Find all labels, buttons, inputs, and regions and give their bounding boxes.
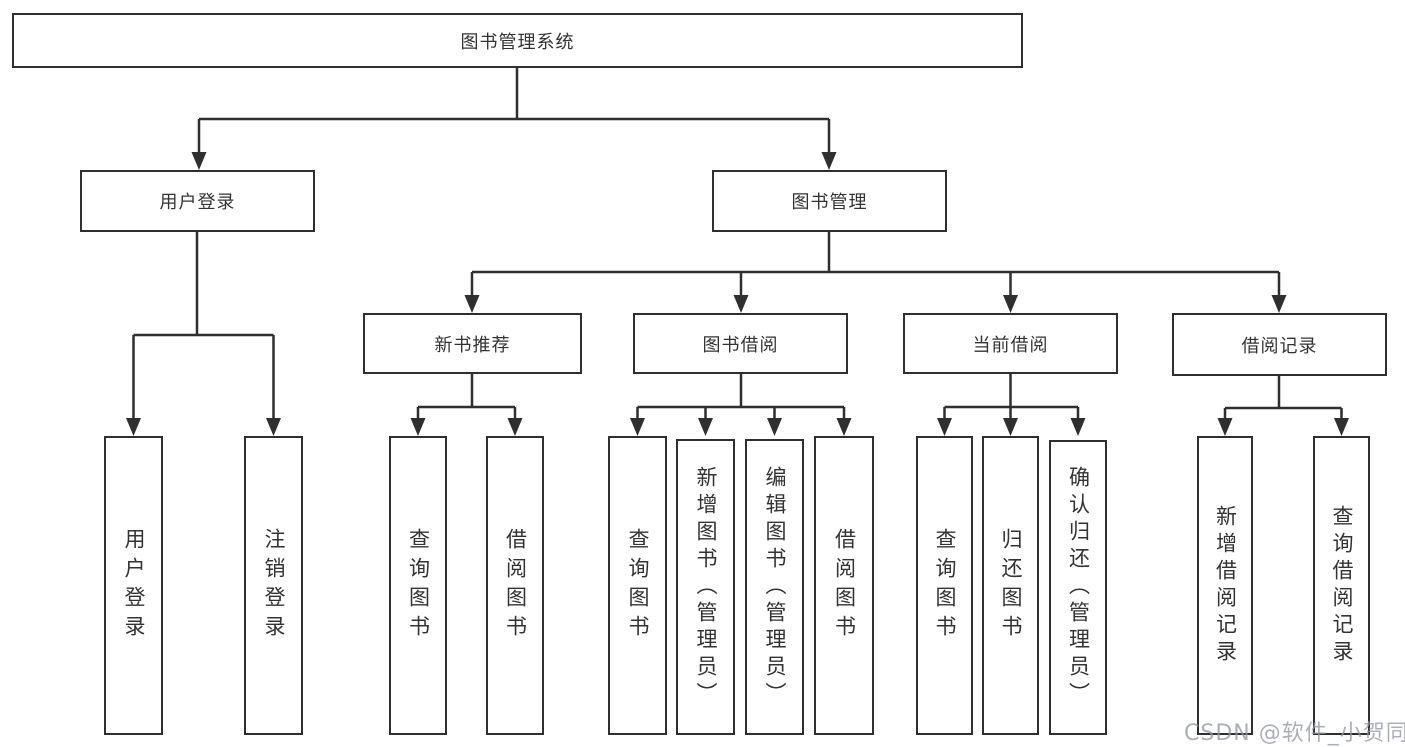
node-new-book-recommendation: 新书推荐: [363, 313, 582, 374]
connector-borrow-records-to-leaves: [1223, 376, 1343, 420]
watermark: CSDN @软件_小贺同学: [1184, 721, 1405, 746]
node-label: 新增借阅记录: [1213, 504, 1238, 667]
node-label: 图书借阅: [702, 334, 779, 356]
node-label: 当前借阅: [972, 334, 1049, 356]
node-label: 注销登录: [262, 527, 286, 644]
node-label: 新增图书（管理员）: [694, 465, 718, 709]
leaf-add-borrow-record: 新增借阅记录: [1197, 436, 1253, 735]
node-current-borrowing: 当前借阅: [903, 313, 1118, 374]
node-label: 编辑图书（管理员）: [763, 465, 787, 709]
connector-new-book-rec-to-leaves: [416, 374, 517, 420]
leaf-borrow-books-recommend: 借阅图书: [486, 436, 544, 735]
leaf-confirm-return-admin: 确认归还（管理员）: [1049, 440, 1107, 735]
node-label: 借阅记录: [1241, 335, 1318, 357]
node-label: 查询图书: [626, 527, 650, 644]
arrowheads: [126, 152, 1349, 436]
node-label: 用户登录: [159, 192, 236, 213]
node-label: 图书管理系统: [460, 31, 575, 53]
node-label: 查询图书: [406, 527, 431, 644]
leaf-add-book-admin: 新增图书（管理员）: [676, 439, 735, 735]
leaf-borrow-books-borrowing: 借阅图书: [814, 436, 874, 735]
node-book-management: 图书管理: [712, 170, 947, 232]
node-label: 查询图书: [933, 527, 957, 644]
node-label: 借阅图书: [503, 527, 528, 644]
node-label: 确认归还（管理员）: [1066, 466, 1091, 709]
node-label: 借阅图书: [832, 527, 857, 644]
leaf-query-books-borrowing: 查询图书: [608, 436, 667, 735]
node-label: 用户登录: [122, 527, 146, 644]
node-book-borrowing: 图书借阅: [633, 313, 848, 374]
leaf-edit-book-admin: 编辑图书（管理员）: [745, 439, 804, 735]
node-library-management-system: 图书管理系统: [12, 13, 1023, 68]
leaf-return-book: 归还图书: [982, 436, 1039, 735]
node-label: 查询借阅记录: [1330, 504, 1354, 667]
leaf-query-books-current: 查询图书: [916, 436, 973, 735]
connector-user-login-to-leaves: [132, 232, 275, 420]
node-borrowing-records: 借阅记录: [1172, 313, 1387, 376]
connector-current-borrow-to-leaves: [943, 374, 1080, 420]
leaf-query-borrow-record: 查询借阅记录: [1313, 436, 1370, 735]
node-label: 归还图书: [999, 527, 1023, 644]
connector-root-to-level2: [197, 68, 831, 154]
node-user-login: 用户登录: [80, 170, 315, 232]
leaf-logout: 注销登录: [244, 436, 303, 735]
connector-book-mgmt-to-level3: [470, 232, 1281, 297]
connector-book-borrow-to-leaves: [636, 374, 846, 420]
node-label: 图书管理: [791, 192, 868, 213]
node-label: 新书推荐: [434, 334, 511, 356]
leaf-user-login: 用户登录: [104, 436, 163, 735]
leaf-query-books-recommend: 查询图书: [389, 436, 447, 735]
